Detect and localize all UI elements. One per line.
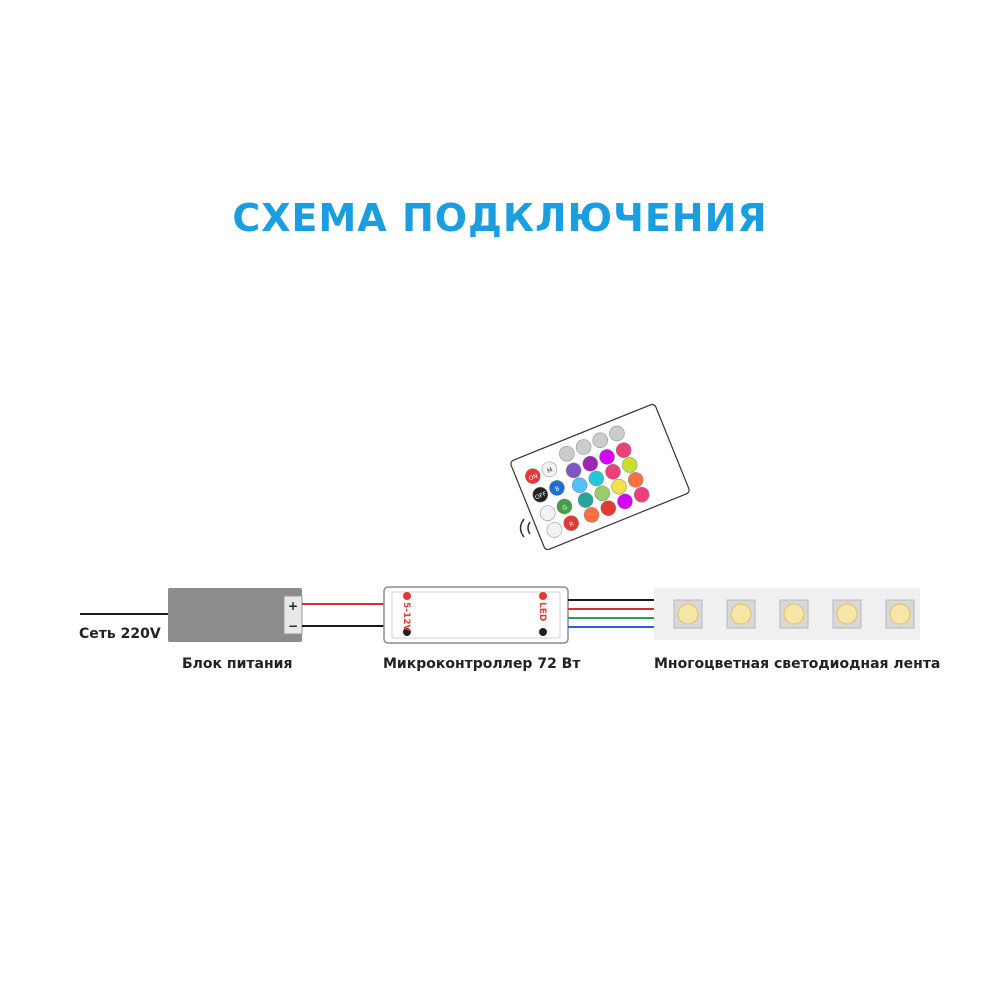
led-chip — [832, 599, 862, 629]
remote-grey-button — [559, 445, 575, 462]
controller-output-minus-dot — [539, 628, 547, 636]
power-supply: + − — [168, 588, 303, 642]
remote-color-button — [588, 470, 605, 487]
remote-off-button: OFF — [532, 486, 548, 503]
remote-color-button — [617, 493, 633, 510]
remote-color-button — [583, 507, 600, 523]
controller-input-label: 5-12V — [401, 602, 411, 632]
remote-color-button — [565, 462, 582, 479]
remote-speed-down-button — [546, 522, 563, 538]
svg-text:ON: ON — [528, 473, 539, 483]
remote-r-button: R — [563, 515, 579, 531]
remote-speed-up-button — [540, 505, 556, 521]
controller-input-plus-dot — [403, 592, 411, 600]
remote-color-button — [600, 500, 617, 516]
remote-g-button: G — [556, 498, 573, 515]
mains-label: Сеть 220V — [79, 626, 161, 642]
remote-on-button: ON — [525, 468, 541, 484]
controller-output-plus-dot — [539, 592, 547, 600]
controller-output-label: LED — [537, 602, 547, 621]
led-strip — [654, 588, 920, 640]
microcontroller: 5-12V LED — [383, 586, 569, 644]
remote-color-button — [582, 455, 599, 472]
ir-signal-icon — [519, 518, 531, 538]
diagram-title: СХЕМА ПОДКЛЮЧЕНИЯ — [232, 196, 768, 240]
svg-text:OFF: OFF — [534, 490, 548, 501]
remote-color-button — [611, 478, 627, 495]
remote-color-button — [621, 457, 638, 473]
psu-plus-terminal: + — [288, 599, 298, 613]
remote-grey-button — [592, 432, 608, 448]
svg-text:M: M — [546, 467, 553, 475]
remote-color-button — [605, 464, 621, 480]
strip-label: Многоцветная светодиодная лента — [654, 656, 941, 672]
remote-color-button — [594, 485, 611, 502]
led-chip — [885, 599, 915, 629]
remote-grey-button — [609, 425, 625, 442]
remote-b-button: B — [549, 480, 565, 496]
led-chip — [779, 599, 809, 629]
remote-mode-button: M — [541, 461, 558, 478]
psu-minus-terminal: − — [288, 619, 298, 633]
led-chip — [673, 599, 703, 629]
svg-text:B: B — [554, 485, 560, 493]
remote-color-button — [633, 486, 650, 503]
svg-text:R: R — [569, 521, 575, 529]
controller-label: Микроконтроллер 72 Вт — [383, 656, 581, 672]
remote-control: ON OFF M B G R — [510, 403, 690, 551]
remote-color-button — [627, 472, 644, 488]
remote-color-button — [599, 449, 615, 465]
remote-color-button — [571, 477, 588, 493]
remote-color-button — [577, 492, 594, 508]
led-chip — [726, 599, 756, 629]
remote-grey-button — [575, 439, 592, 455]
psu-label: Блок питания — [182, 656, 293, 672]
svg-text:G: G — [562, 504, 569, 512]
remote-color-button — [615, 442, 632, 458]
controller-input-minus-dot — [403, 628, 411, 636]
